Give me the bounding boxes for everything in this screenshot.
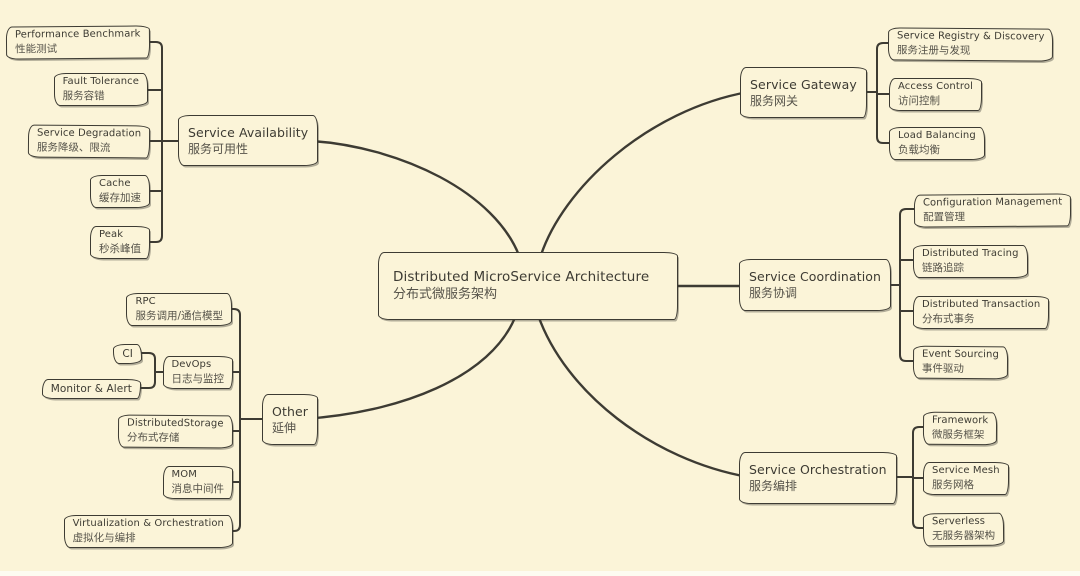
node-service-orchestration[interactable]: Service Orchestration 服务编排 [739, 452, 897, 504]
node-label-en: Load Balancing [898, 130, 976, 142]
node-label-en: Virtualization & Orchestration [72, 518, 224, 530]
node-label-zh: 访问控制 [898, 95, 940, 108]
node-label-en: Event Sourcing [922, 349, 999, 361]
spine-devops [133, 352, 156, 389]
spine-coordination [899, 208, 922, 362]
node-label-en: Fault Tolerance [62, 76, 139, 88]
node-label-zh: 服务可用性 [188, 141, 249, 156]
node-label-en: Peak [99, 229, 124, 241]
node-event-sourcing[interactable]: Event Sourcing 事件驱动 [912, 345, 1009, 380]
node-mom[interactable]: MOM 消息中间件 [162, 466, 233, 499]
node-label-zh: 虚拟化与编排 [72, 532, 136, 545]
node-label-en: Framework [932, 415, 989, 427]
bottom-edge-strip [0, 571, 1080, 576]
node-label-en: Performance Benchmark [15, 28, 141, 41]
node-label-zh: 日志与监控 [171, 373, 225, 386]
node-label-en: Service Registry & Discovery [897, 30, 1045, 43]
node-label-zh: 分布式存储 [127, 431, 180, 445]
edge-center-other [301, 313, 518, 421]
node-label-en: Monitor & Alert [50, 382, 132, 395]
central-topic-label-en: Distributed MicroService Architecture [393, 268, 650, 285]
node-cache[interactable]: Cache 缓存加速 [90, 175, 150, 208]
node-label-zh: 服务降级、限流 [36, 141, 111, 155]
node-label-en: Service Orchestration [749, 462, 887, 478]
node-label-zh: 性能测试 [15, 43, 58, 56]
node-label-zh: 服务编排 [749, 479, 798, 494]
node-label-zh: 服务注册与发现 [896, 44, 971, 58]
node-label-en: Cache [99, 178, 131, 190]
node-service-availability[interactable]: Service Availability 服务可用性 [178, 115, 319, 166]
node-label-zh: 延伸 [272, 420, 297, 435]
node-label-en: Access Control [898, 81, 973, 93]
node-framework[interactable]: Framework 微服务框架 [922, 411, 998, 446]
node-label-zh: 服务网格 [932, 479, 974, 492]
node-service-coordination[interactable]: Service Coordination 服务协调 [739, 259, 892, 311]
edge-center-availability [310, 139, 522, 260]
node-label-en: Service Coordination [749, 269, 882, 285]
node-label-en: Service Degradation [36, 127, 142, 140]
node-load-balancing[interactable]: Load Balancing 负载均衡 [889, 127, 985, 160]
node-virtualization-orchestration[interactable]: Virtualization & Orchestration 虚拟化与编排 [63, 515, 233, 548]
node-serverless[interactable]: Serverless 无服务器架构 [922, 512, 1005, 547]
node-distributed-tracing[interactable]: Distributed Tracing 链路追踪 [913, 245, 1028, 278]
node-distributed-transaction[interactable]: Distributed Transaction 分布式事务 [913, 296, 1050, 329]
node-label-en: CI [122, 347, 133, 360]
node-other[interactable]: Other 延伸 [262, 394, 318, 445]
node-label-en: Service Gateway [750, 76, 857, 92]
node-label-zh: 缓存加速 [99, 192, 141, 205]
edge-center-gateway [538, 90, 750, 260]
edge-center-orchestration [536, 313, 750, 479]
node-distributed-storage[interactable]: DistributedStorage 分布式存储 [118, 414, 234, 449]
node-access-control[interactable]: Access Control 访问控制 [889, 78, 982, 111]
node-label-en: Distributed Transaction [922, 299, 1041, 311]
node-label-zh: 负载均衡 [898, 144, 940, 157]
node-service-degradation[interactable]: Service Degradation 服务降级、限流 [27, 124, 151, 159]
node-label-en: Other [272, 403, 308, 419]
node-ci[interactable]: CI [113, 344, 142, 364]
node-label-zh: 消息中间件 [171, 483, 225, 496]
node-configuration-management[interactable]: Configuration Management 配置管理 [913, 193, 1072, 228]
node-service-gateway[interactable]: Service Gateway 服务网关 [740, 67, 867, 118]
node-label-zh: 服务网关 [750, 93, 799, 108]
node-label-zh: 无服务器架构 [932, 529, 996, 543]
node-label-zh: 配置管理 [923, 211, 966, 224]
node-label-zh: 服务容错 [62, 90, 105, 103]
node-label-en: Distributed Tracing [922, 248, 1019, 260]
node-label-en: DevOps [171, 359, 212, 371]
node-fault-tolerance[interactable]: Fault Tolerance 服务容错 [53, 73, 148, 106]
node-label-zh: 事件驱动 [921, 362, 964, 376]
node-service-registry-discovery[interactable]: Service Registry & Discovery 服务注册与发现 [887, 27, 1054, 62]
node-label-zh: 秒杀峰值 [99, 243, 141, 256]
node-label-en: Configuration Management [922, 196, 1063, 209]
node-label-zh: 分布式事务 [922, 313, 975, 326]
node-performance-benchmark[interactable]: Performance Benchmark 性能测试 [6, 25, 151, 60]
node-label-en: Serverless [931, 516, 986, 528]
node-monitor-alert[interactable]: Monitor & Alert [41, 379, 141, 399]
node-devops[interactable]: DevOps 日志与监控 [162, 356, 233, 389]
central-topic-label-zh: 分布式微服务架构 [393, 287, 498, 303]
node-label-en: DistributedStorage [127, 417, 225, 430]
node-rpc[interactable]: RPC 服务调用/通信模型 [126, 293, 232, 326]
node-label-en: Service Availability [188, 124, 309, 140]
node-label-en: MOM [171, 469, 197, 481]
node-label-en: Service Mesh [932, 465, 1000, 477]
node-service-mesh[interactable]: Service Mesh 服务网格 [923, 462, 1009, 495]
node-label-zh: 服务协调 [749, 286, 798, 301]
node-label-zh: 微服务框架 [931, 428, 985, 442]
node-label-en: RPC [135, 296, 156, 308]
node-label-zh: 服务调用/通信模型 [135, 310, 223, 323]
node-label-zh: 链路追踪 [922, 262, 964, 275]
node-peak[interactable]: Peak 秒杀峰值 [90, 226, 150, 259]
node-central-topic[interactable]: Distributed MicroService Architecture 分布… [378, 252, 678, 320]
